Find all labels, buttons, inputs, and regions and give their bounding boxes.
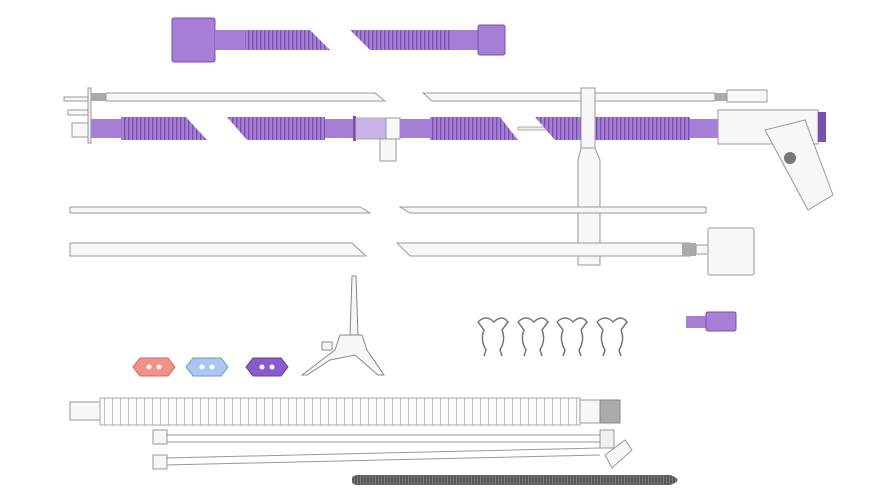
purple-small-connector-stub: [686, 316, 706, 328]
corrugated-purple-section: [350, 30, 450, 50]
purple-main-tube: [67, 109, 718, 162]
thin-tube: [165, 434, 600, 443]
corrugated-purple-section: [121, 117, 207, 140]
velcro-strap: [352, 475, 678, 485]
tube-clip: [477, 317, 509, 357]
tube-clip: [517, 317, 549, 357]
ring: [353, 116, 356, 141]
corrugated-white-tube: [99, 397, 581, 426]
tube-holder-stand: [300, 275, 385, 376]
straight-white-tube: [69, 206, 372, 214]
purple-tube-segment: [400, 119, 430, 138]
vertical-tube-upper: [580, 87, 596, 149]
stand-arm: [349, 275, 359, 336]
tube-clips: [477, 317, 628, 357]
white-stub: [695, 244, 709, 255]
bottom-tube-assembly: [69, 397, 633, 470]
purple-connector-small: [477, 24, 506, 56]
t-piece-connector: [355, 117, 387, 140]
corrugated-purple-section: [535, 117, 690, 140]
y-connector-branch: [764, 119, 834, 211]
tube-end-connector: [152, 454, 168, 470]
white-stub: [71, 122, 89, 138]
purple-tube-segment: [690, 119, 718, 138]
gray-band: [715, 93, 727, 101]
gray-band: [682, 243, 696, 256]
straight-white-tube: [395, 242, 691, 257]
port-hole: [784, 152, 796, 164]
white-stub: [63, 96, 91, 102]
white-connector-large: [707, 227, 755, 276]
white-tube-segment: [105, 92, 387, 102]
tube-clip: [556, 317, 588, 357]
stand-knob: [321, 341, 333, 351]
straight-white-tube: [398, 206, 707, 214]
vertical-white-tube: [577, 87, 601, 266]
gray-connector: [599, 399, 621, 424]
angled-connector: [604, 439, 633, 469]
t-piece-body: [385, 117, 401, 140]
tube-end-connector: [152, 429, 168, 445]
white-tube-segment: [421, 92, 716, 102]
white-cuff: [579, 399, 601, 424]
tube-clip: [596, 317, 628, 357]
y-connector: [717, 109, 834, 211]
gray-band: [91, 93, 106, 101]
top-purple-tube: [171, 17, 506, 63]
tube-end-connector: [599, 429, 615, 449]
white-stub: [67, 109, 89, 116]
color-tag-red: [132, 357, 176, 377]
color-tag-purple: [245, 357, 289, 377]
purple-small-connector: [705, 311, 737, 332]
white-cuff: [69, 401, 101, 421]
stand-base: [300, 334, 385, 376]
purple-tube-segment: [215, 30, 245, 50]
color-tag-blue: [185, 357, 229, 377]
corrugated-purple-section: [227, 117, 325, 140]
corrugated-purple-section: [430, 117, 518, 140]
purple-tube-segment: [91, 119, 121, 138]
luer-connector: [726, 89, 768, 103]
straight-white-tube: [69, 242, 368, 257]
purple-tube-segment: [450, 30, 478, 50]
long-white-tube: [63, 87, 768, 144]
purple-connector-large: [171, 17, 216, 63]
t-piece-port: [379, 138, 397, 162]
corrugated-purple-section: [245, 30, 330, 50]
thin-tube: [164, 447, 601, 466]
purple-tube-segment: [325, 119, 355, 138]
purple-end-cap: [818, 112, 826, 142]
